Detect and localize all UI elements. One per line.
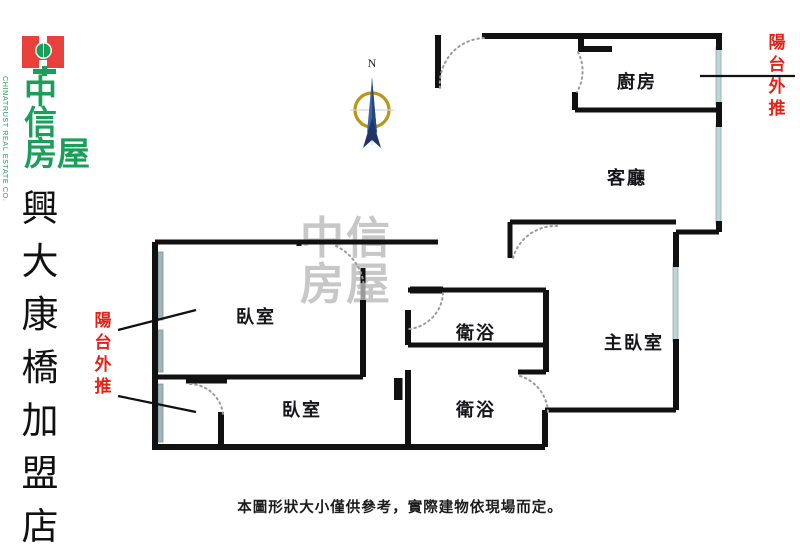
brand-logo: CHINATRUST REAL ESTATE CO. 中 信 房屋: [1, 28, 114, 201]
annotation-leader-lines: [117, 74, 795, 414]
store-name-char-3: 康: [21, 293, 59, 336]
brand-chinese-name: 中 信 房屋: [24, 72, 96, 173]
store-name-char-4: 橋: [21, 346, 59, 389]
annotation-balcony-extension-right: 陽 台 外 推: [766, 32, 788, 120]
annot-right-char-1: 陽: [768, 33, 786, 53]
walls: [152, 33, 722, 450]
annot-right-char-2: 台: [768, 55, 786, 75]
store-name-char-1: 興: [21, 187, 59, 230]
floor-plan-drawing: [117, 33, 795, 450]
room-label-bathroom-2: 衛浴: [456, 400, 496, 421]
store-name-vertical: 興 大 康 橋 加 盟 店: [10, 182, 70, 553]
store-name-char-6: 盟: [21, 452, 59, 495]
room-label-bedroom-2: 臥室: [282, 400, 322, 421]
disclaimer-text: 本圖形狀大小僅供參考，實際建物依現場而定。: [237, 499, 563, 516]
store-name-char-5: 加: [21, 399, 59, 442]
room-label-master-bedroom: 主臥室: [604, 333, 664, 354]
brand-char-3: 房屋: [24, 134, 90, 173]
globe-icon: [35, 42, 52, 59]
brand-char-1: 中: [24, 72, 57, 111]
floor-plan-page: CHINATRUST REAL ESTATE CO. 中 信 房屋 興 大 康 …: [1, 28, 795, 548]
annot-right-char-4: 推: [768, 99, 786, 119]
room-label-living-room: 客廳: [607, 168, 647, 189]
compass-needle-icon: [350, 78, 394, 148]
room-label-bedroom-1: 臥室: [236, 307, 276, 328]
leader-line-left-lower: [117, 394, 197, 414]
annot-left-char-1: 陽: [94, 311, 112, 331]
room-label-kitchen: 廚房: [617, 72, 657, 93]
annot-left-char-2: 台: [94, 333, 112, 353]
door-swings: [189, 37, 584, 415]
annot-left-char-4: 推: [94, 377, 112, 397]
compass: N: [352, 56, 392, 156]
room-label-bathroom-1: 衛浴: [456, 323, 496, 344]
store-name-char-2: 大: [21, 240, 59, 283]
compass-north-label: N: [367, 56, 377, 70]
leader-line-left-upper: [117, 308, 197, 332]
annot-left-char-3: 外: [94, 355, 112, 375]
annotation-balcony-extension-left: 陽 台 外 推: [92, 310, 114, 398]
brand-char-2: 信: [24, 103, 57, 142]
chinatrust-logo-mark-icon: [22, 34, 68, 76]
annot-right-char-3: 外: [768, 77, 786, 97]
